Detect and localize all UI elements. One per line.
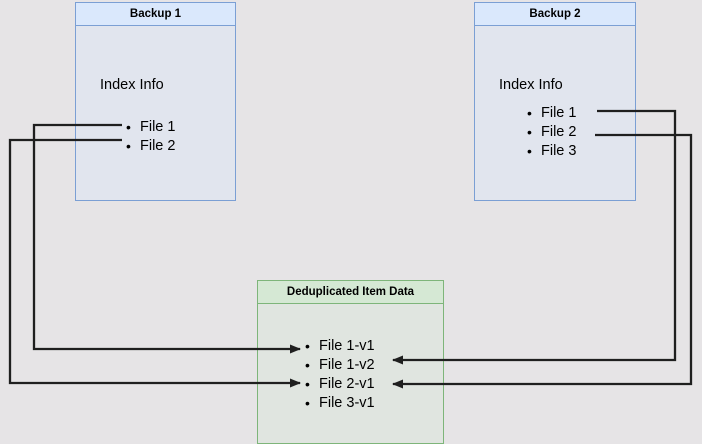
dedup-item-list: File 1-v1 File 1-v2 File 2-v1 File 3-v1: [305, 337, 375, 413]
node-backup-1-body: Index Info File 1 File 2: [75, 26, 236, 201]
backup-2-index-label: Index Info: [499, 77, 563, 93]
node-backup-2[interactable]: Backup 2 Index Info File 1 File 2 File 3: [474, 2, 636, 201]
backup-1-index-label: Index Info: [100, 77, 164, 93]
list-item: File 2-v1: [305, 375, 375, 394]
node-backup-1[interactable]: Backup 1 Index Info File 1 File 2: [75, 2, 236, 201]
backup-2-file-list: File 1 File 2 File 3: [527, 104, 576, 161]
node-backup-2-header: Backup 2: [474, 2, 636, 26]
node-dedup-header: Deduplicated Item Data: [257, 280, 444, 304]
list-item: File 2: [126, 137, 175, 156]
list-item: File 1: [126, 118, 175, 137]
list-item: File 3: [527, 142, 576, 161]
list-item: File 1-v2: [305, 356, 375, 375]
list-item: File 3-v1: [305, 394, 375, 413]
node-backup-2-body: Index Info File 1 File 2 File 3: [474, 26, 636, 201]
list-item: File 2: [527, 123, 576, 142]
node-backup-1-header: Backup 1: [75, 2, 236, 26]
list-item: File 1: [527, 104, 576, 123]
node-dedup-body: File 1-v1 File 1-v2 File 2-v1 File 3-v1: [257, 304, 444, 444]
backup-1-file-list: File 1 File 2: [126, 118, 175, 156]
list-item: File 1-v1: [305, 337, 375, 356]
node-deduplicated-item-data[interactable]: Deduplicated Item Data File 1-v1 File 1-…: [257, 280, 444, 444]
